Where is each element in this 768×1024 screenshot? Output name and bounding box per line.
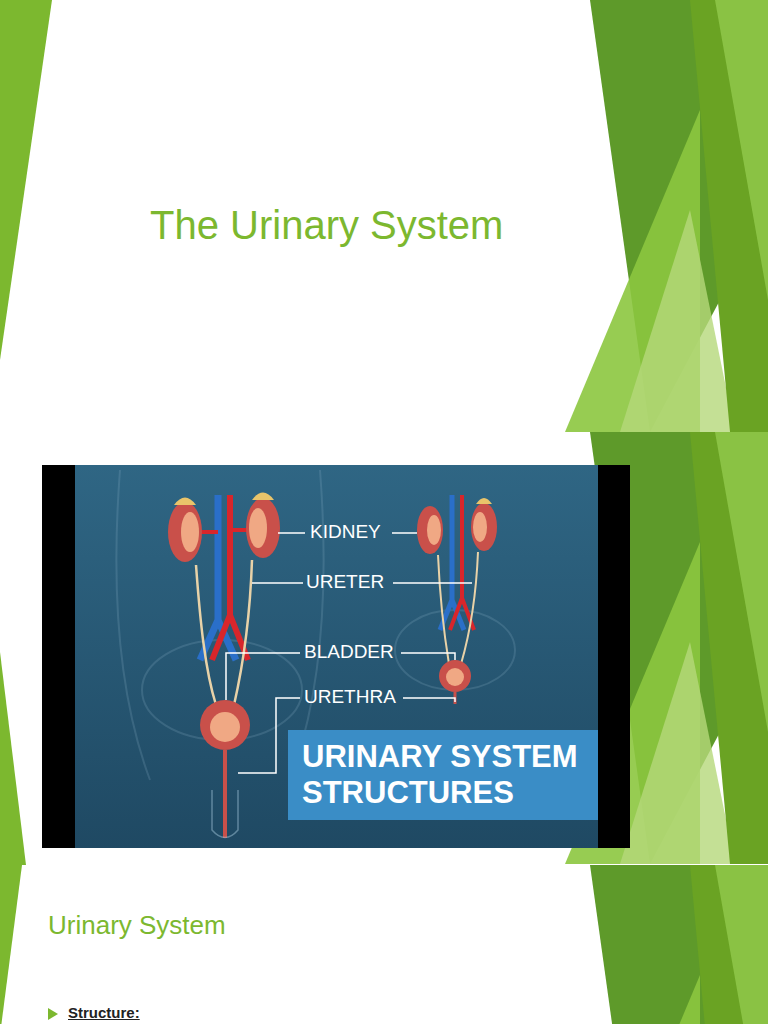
slide-title: The Urinary System (150, 203, 503, 248)
kidney-pelvis (473, 512, 487, 542)
leader-line (401, 653, 455, 660)
green-shard (715, 432, 768, 732)
bullet-text: Structure: (68, 1004, 140, 1022)
ureter (438, 552, 478, 664)
leader-line (392, 532, 417, 534)
slide-2-decoration (0, 432, 768, 865)
green-shard (690, 432, 768, 864)
leader-line (226, 653, 300, 700)
bullet-arrow (48, 1008, 58, 1020)
penis-outline (212, 790, 238, 838)
green-shard (690, 865, 768, 1024)
kidney-pelvis (181, 512, 199, 552)
part-label: URETHRA (304, 686, 396, 709)
male-urinary-tract (168, 493, 280, 839)
leader-line (393, 582, 472, 584)
green-sliver (0, 865, 22, 1024)
slide-3-decoration (0, 865, 768, 1024)
renal-artery (200, 530, 250, 532)
green-shard (715, 865, 768, 1024)
banner-text: URINARY SYSTEM STRUCTURES (302, 739, 588, 810)
part-label: KIDNEY (310, 521, 381, 544)
slide-1-decoration (0, 0, 768, 432)
green-shard (715, 0, 768, 300)
leader-line (403, 698, 455, 702)
image-frame (42, 465, 630, 848)
urethra (223, 750, 227, 838)
part-label: URETER (306, 571, 384, 594)
kidney (246, 498, 280, 558)
female-urinary-tract (417, 495, 497, 704)
aorta (212, 495, 248, 660)
bladder (200, 700, 250, 750)
bladder-lining (446, 668, 464, 686)
adrenal-gland (174, 498, 196, 506)
kidney (417, 506, 443, 554)
kidney (471, 503, 497, 551)
green-sliver (0, 0, 52, 360)
adrenal-gland (252, 493, 274, 501)
kidney-pelvis (427, 515, 441, 545)
title-banner: URINARY SYSTEM STRUCTURES (288, 730, 598, 820)
bladder (439, 660, 471, 692)
adrenal-gland (476, 498, 492, 504)
image-background (75, 465, 598, 848)
kidney (168, 502, 202, 562)
bladder-lining (210, 712, 240, 742)
green-shard (690, 0, 768, 432)
green-shard (565, 975, 700, 1024)
ureter (196, 560, 252, 705)
section-heading: Urinary System (48, 910, 226, 941)
part-label: BLADDER (304, 641, 394, 664)
aorta (450, 495, 474, 630)
leader-line (278, 532, 305, 534)
green-sliver (0, 652, 26, 865)
kidney-pelvis (249, 508, 267, 548)
leader-line (252, 582, 303, 584)
